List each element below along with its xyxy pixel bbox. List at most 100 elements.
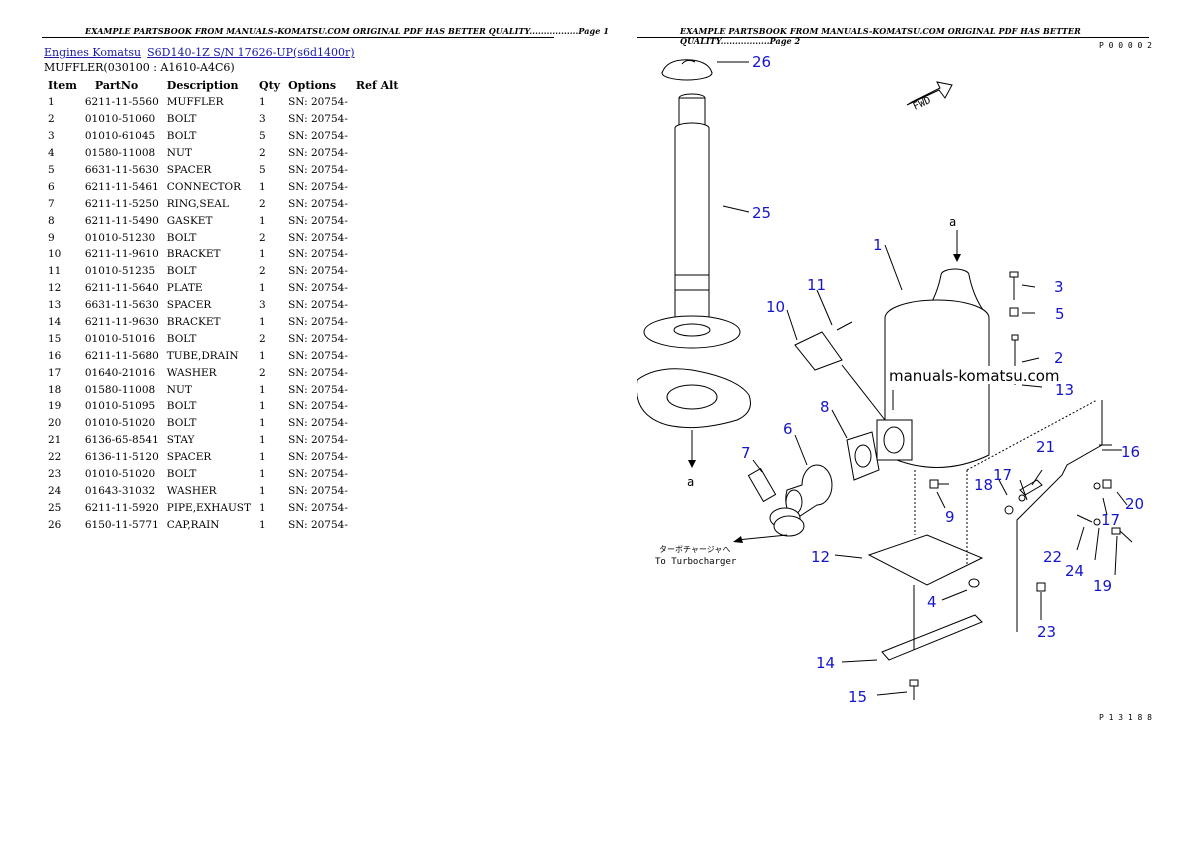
cell-ref-alt	[352, 398, 403, 415]
cell-description: STAY	[166, 434, 195, 447]
cell-ref-alt	[352, 212, 403, 229]
cell-qty: 5	[259, 130, 266, 143]
cell-ref-alt	[352, 364, 403, 381]
cell-qty: 2	[259, 366, 266, 379]
cell-description: NUT	[166, 147, 192, 160]
callout-16: 16	[1121, 443, 1140, 461]
cell-item: 6	[48, 180, 55, 193]
cell-description: PLATE	[166, 282, 203, 295]
cell-options: SN: 20754-	[288, 180, 348, 193]
cell-ref-alt	[352, 128, 403, 145]
cell-options: SN: 20754-	[288, 332, 348, 345]
cell-description: WASHER	[166, 366, 217, 379]
cell-qty: 1	[259, 316, 266, 329]
cell-options: SN: 20754-	[288, 113, 348, 126]
breadcrumb-link-engines[interactable]: Engines Komatsu	[44, 46, 142, 59]
muffler-body	[876, 268, 990, 468]
cell-qty: 1	[259, 451, 266, 464]
cell-partno: 6211-11-5920	[84, 501, 159, 514]
header-rule-left	[42, 37, 554, 38]
cell-options: SN: 20754-	[288, 130, 348, 143]
cell-ref-alt	[352, 246, 403, 263]
breadcrumb-link-model[interactable]: S6D140-1Z S/N 17626-UP(s6d1400r)	[147, 46, 355, 59]
callout-4: 4	[927, 593, 937, 611]
callout-26: 26	[752, 53, 771, 71]
callout-1: 1	[873, 236, 883, 254]
cell-ref-alt	[352, 466, 403, 483]
small-hardware	[1004, 479, 1133, 592]
cell-ref-alt	[352, 280, 403, 297]
cell-description: PIPE,EXHAUST	[166, 501, 251, 514]
callout-5: 5	[1055, 305, 1065, 323]
cell-description: BOLT	[166, 130, 197, 143]
header-rule-right	[637, 37, 1149, 38]
cell-partno: 01643-31032	[84, 484, 156, 497]
cell-options: SN: 20754-	[288, 96, 348, 109]
cell-item: 23	[48, 468, 62, 481]
callout-17b: 17	[1101, 511, 1120, 529]
cell-description: BOLT	[166, 417, 197, 430]
cell-partno: 6150-11-5771	[84, 518, 159, 531]
drawing-code-top: P 0 0 0 0 2	[1099, 41, 1152, 50]
cell-item: 25	[48, 501, 62, 514]
cell-options: SN: 20754-	[288, 248, 348, 261]
callout-21: 21	[1036, 438, 1055, 456]
column-header-item: Item	[48, 79, 77, 92]
cell-partno: 01010-51020	[84, 468, 156, 481]
cell-options: SN: 20754-	[288, 434, 348, 447]
cell-ref-alt	[352, 516, 403, 533]
cell-item: 17	[48, 366, 62, 379]
cell-options: SN: 20754-	[288, 366, 348, 379]
cell-options: SN: 20754-	[288, 197, 348, 210]
stay-21	[1019, 479, 1043, 496]
cell-qty: 1	[259, 282, 266, 295]
cell-qty: 1	[259, 248, 266, 261]
cell-ref-alt	[352, 499, 403, 516]
cell-item: 4	[48, 147, 55, 160]
cell-options: SN: 20754-	[288, 451, 348, 464]
callout-12: 12	[811, 548, 830, 566]
callout-9: 9	[945, 508, 955, 526]
page-header-left: EXAMPLE PARTSBOOK FROM MANUALS-KOMATSU.C…	[85, 26, 609, 36]
cell-ref-alt	[352, 195, 403, 212]
cell-options: SN: 20754-	[288, 501, 348, 514]
cell-item: 19	[48, 400, 62, 413]
cell-options: SN: 20754-	[288, 400, 348, 413]
plate-12	[867, 534, 984, 586]
cell-qty: 2	[259, 197, 266, 210]
pipe-flange-gasket	[637, 368, 751, 429]
cell-ref-alt	[352, 178, 403, 195]
cell-description: MUFFLER	[166, 96, 224, 109]
callout-25: 25	[752, 204, 771, 222]
view-a-label-left: a	[687, 475, 694, 489]
column-header-ref-alt: Ref Alt	[355, 79, 399, 92]
cell-item: 9	[48, 231, 55, 244]
cell-qty: 3	[259, 299, 266, 312]
callout-11: 11	[807, 276, 826, 294]
cell-partno: 6211-11-5680	[84, 349, 159, 362]
cell-ref-alt	[352, 263, 403, 280]
fwd-arrow: FWD	[906, 81, 953, 113]
cell-options: SN: 20754-	[288, 265, 348, 278]
cell-description: BOLT	[166, 332, 197, 345]
cell-item: 10	[48, 248, 62, 261]
cell-qty: 1	[259, 484, 266, 497]
callout-8: 8	[820, 398, 830, 416]
bracket-14	[881, 614, 983, 661]
cell-item: 12	[48, 282, 62, 295]
seal-ring-7	[747, 467, 805, 537]
cell-description: GASKET	[166, 214, 213, 227]
cell-partno: 6211-11-9610	[84, 248, 159, 261]
cell-description: BRACKET	[166, 316, 221, 329]
cell-options: SN: 20754-	[288, 231, 348, 244]
